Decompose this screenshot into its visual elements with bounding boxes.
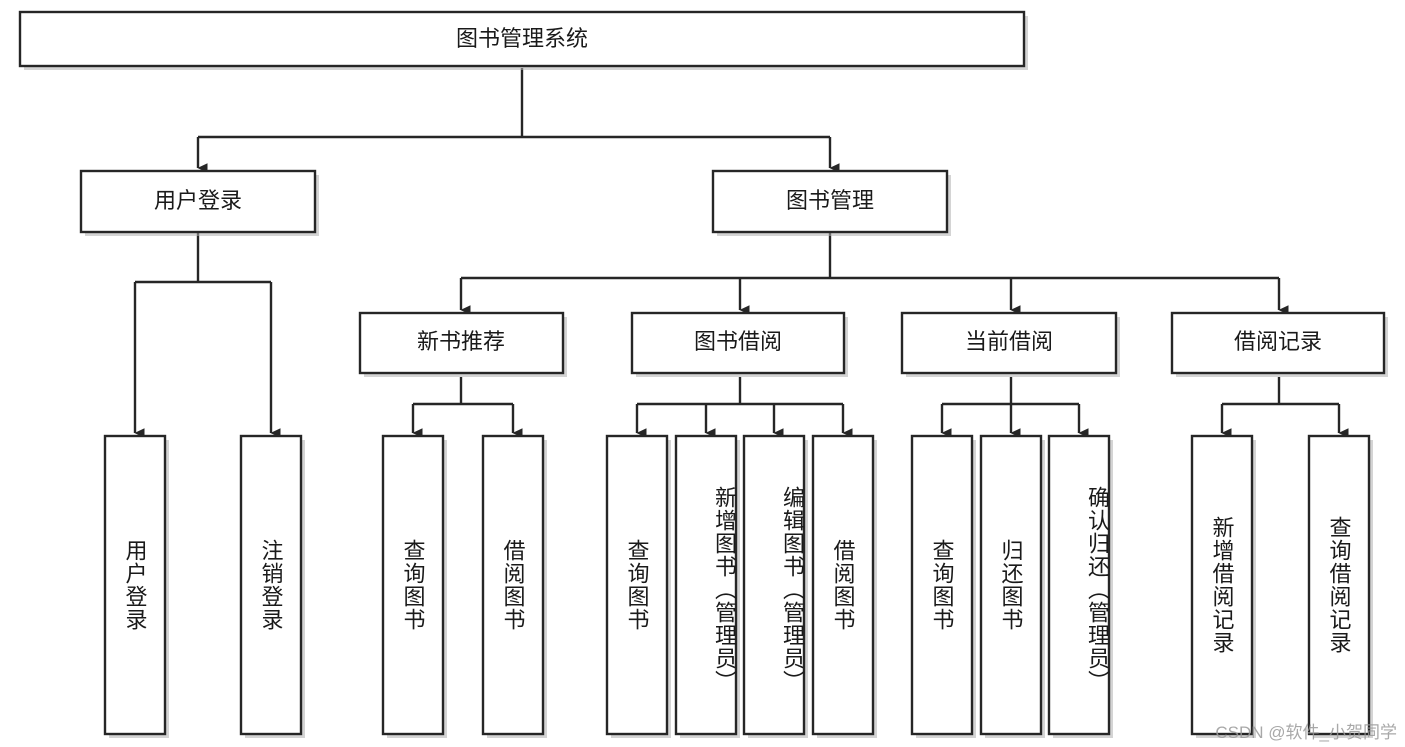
nodes-layer: 图书管理系统 用户登录 图书管理 新书推荐 图书借阅 当前借阅 借阅记录 bbox=[18, 10, 1388, 738]
node-user-login-label: 用户登录 bbox=[154, 188, 242, 213]
node-root-box[interactable] bbox=[18, 10, 1026, 68]
node-leaf-query-record-box[interactable] bbox=[1307, 434, 1371, 736]
node-leaf-user-logout-box[interactable] bbox=[239, 434, 303, 736]
node-leaf-add-record-box[interactable] bbox=[1190, 434, 1254, 736]
node-book-borrow-label: 图书借阅 bbox=[694, 329, 782, 354]
node-leaf-query-book-2-box[interactable] bbox=[605, 434, 669, 736]
node-borrow-record-box[interactable] bbox=[1170, 311, 1386, 375]
node-leaf-add-book-box[interactable] bbox=[674, 434, 738, 736]
node-book-management-box[interactable] bbox=[711, 169, 949, 234]
node-user-login-box[interactable] bbox=[79, 169, 317, 234]
node-new-book-recommend-box[interactable] bbox=[358, 311, 565, 375]
csdn-watermark: CSDN @软件_小贺同学 bbox=[1215, 723, 1397, 742]
node-leaf-edit-book-box[interactable] bbox=[742, 434, 806, 736]
node-new-book-recommend-label: 新书推荐 bbox=[417, 329, 505, 354]
node-leaf-confirm-return-box[interactable] bbox=[1047, 434, 1111, 736]
node-root-label: 图书管理系统 bbox=[456, 26, 588, 51]
node-borrow-record-label: 借阅记录 bbox=[1234, 329, 1322, 354]
node-current-borrow-label: 当前借阅 bbox=[965, 329, 1053, 354]
node-current-borrow-box[interactable] bbox=[900, 311, 1118, 375]
node-book-borrow-box[interactable] bbox=[630, 311, 846, 375]
node-leaf-query-book-3-box[interactable] bbox=[910, 434, 974, 736]
node-book-management-label: 图书管理 bbox=[786, 188, 874, 213]
node-leaf-return-book-box[interactable] bbox=[979, 434, 1043, 736]
node-leaf-user-login-box[interactable] bbox=[103, 434, 167, 736]
node-leaf-query-book-1-box[interactable] bbox=[381, 434, 445, 736]
connectors-layer bbox=[133, 68, 1349, 438]
node-leaf-borrow-book-2-box[interactable] bbox=[811, 434, 875, 736]
node-leaf-borrow-book-1-box[interactable] bbox=[481, 434, 545, 736]
